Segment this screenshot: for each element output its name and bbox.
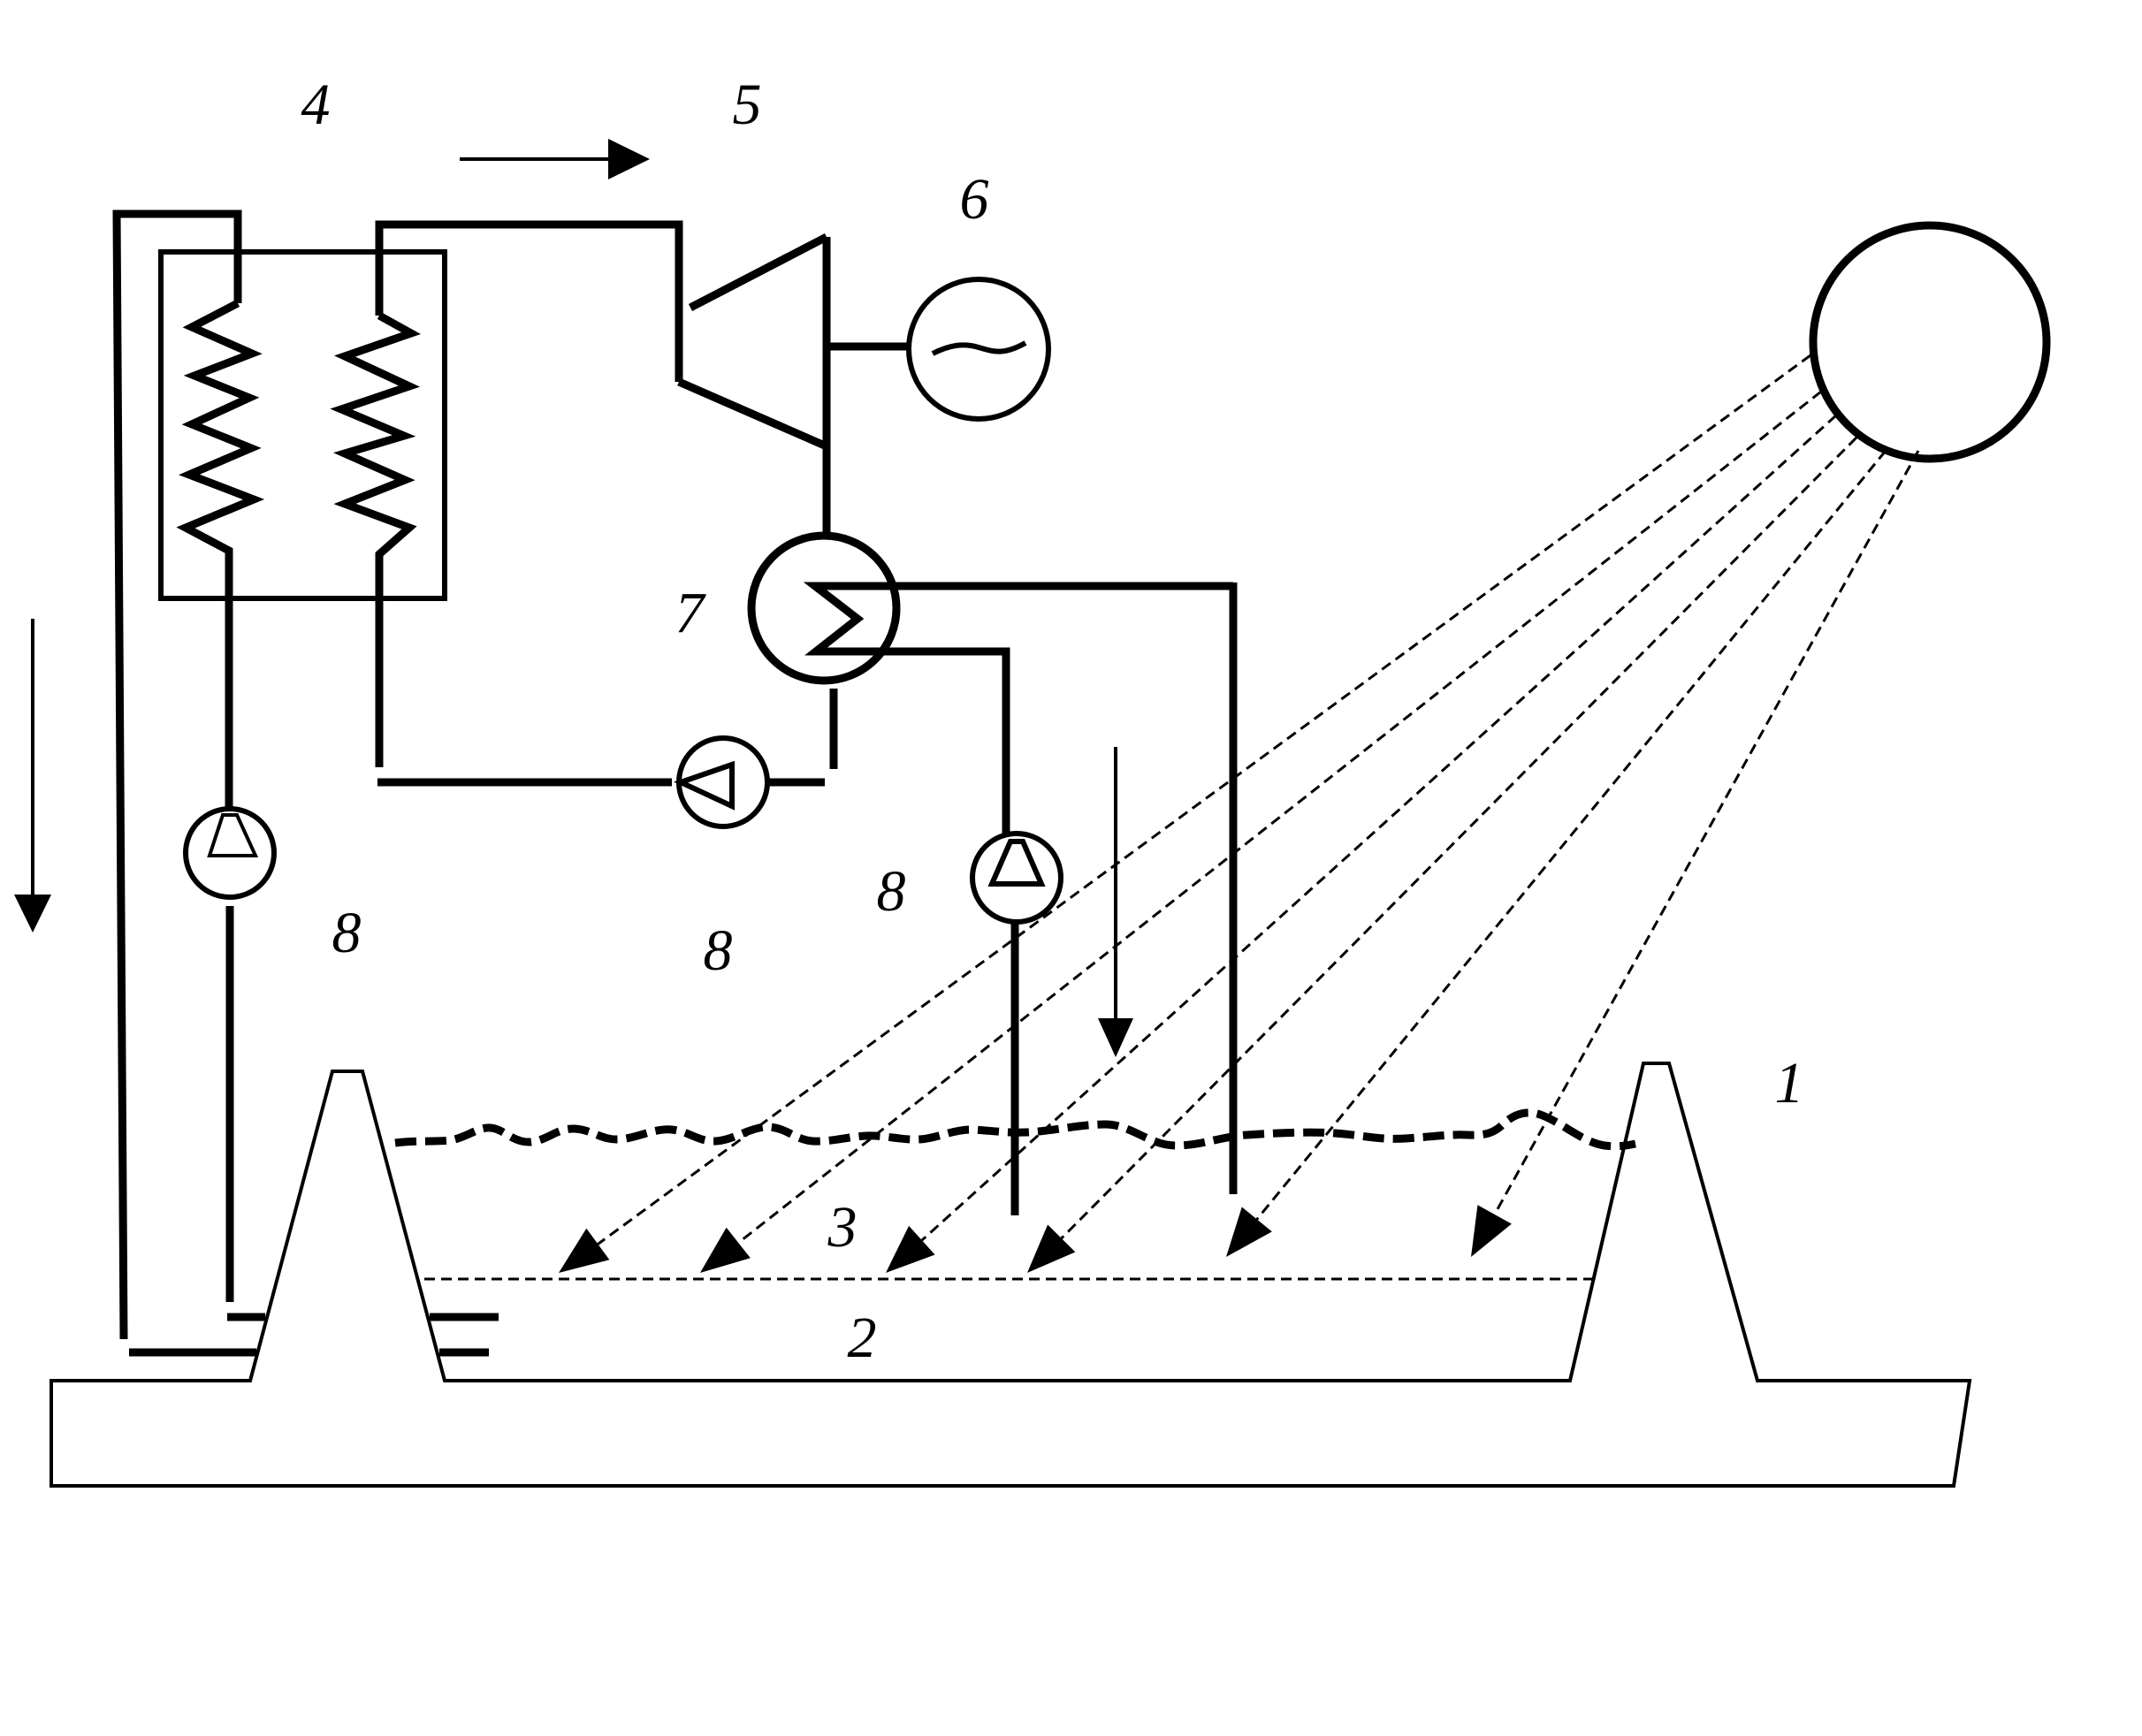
label-turbine: 5 bbox=[733, 72, 762, 137]
sun-ray-5 bbox=[1255, 450, 1887, 1221]
flow-arrow-right-head bbox=[608, 139, 650, 179]
evaporator-coil-left bbox=[176, 300, 265, 807]
flow-arrow-down-middle-head bbox=[1098, 1018, 1133, 1057]
label-pump-left: 8 bbox=[332, 901, 362, 965]
label-pump-middle: 8 bbox=[704, 918, 733, 983]
pump-left bbox=[183, 806, 277, 900]
label-pump-right: 8 bbox=[877, 859, 906, 924]
evaporator-coil-right bbox=[330, 312, 421, 767]
label-storage-layer: 2 bbox=[848, 1306, 877, 1370]
flow-arrow-right bbox=[460, 139, 650, 179]
condenser-circle bbox=[747, 531, 901, 685]
sun-ray-arrowhead-6 bbox=[1471, 1205, 1512, 1257]
sun-ray-arrowhead-5 bbox=[1226, 1207, 1272, 1257]
pump-middle-circle bbox=[676, 735, 770, 829]
pump-left-circle bbox=[183, 806, 277, 900]
sun-ray-arrowhead-2 bbox=[700, 1227, 751, 1273]
pond-basin bbox=[50, 1062, 1972, 1488]
outer-return-pipe bbox=[112, 209, 242, 1340]
flow-arrow-down-left-head bbox=[14, 895, 51, 933]
sun-ray-arrowhead-3 bbox=[886, 1225, 935, 1273]
flow-arrow-down-left bbox=[14, 619, 51, 933]
pump-right-triangle-icon bbox=[987, 839, 1046, 887]
condenser-coil bbox=[803, 582, 1233, 834]
pump-right bbox=[970, 831, 1063, 925]
sun-ray-4 bbox=[1060, 436, 1858, 1240]
water-surface bbox=[394, 1108, 1636, 1151]
sun-ray-arrowhead-1 bbox=[559, 1228, 610, 1273]
generator-circle bbox=[906, 277, 1051, 422]
sun-icon bbox=[1809, 221, 2051, 463]
turbine-upper-edge bbox=[688, 233, 829, 311]
pump-middle-triangle-icon bbox=[674, 760, 735, 811]
label-evaporator: 4 bbox=[301, 72, 331, 137]
sun-ray-6 bbox=[1493, 450, 1920, 1215]
sun-ray-2 bbox=[737, 390, 1822, 1245]
label-gradient-layer: 3 bbox=[827, 1195, 858, 1260]
steam-pipe-to-turbine bbox=[375, 220, 683, 382]
sun-ray-3 bbox=[920, 414, 1838, 1242]
turbine bbox=[677, 233, 831, 537]
flow-arrow-down-middle bbox=[1098, 747, 1133, 1057]
pump-middle bbox=[674, 735, 770, 829]
condenser bbox=[747, 531, 1233, 834]
sun-ray-1 bbox=[597, 354, 1811, 1245]
label-pond: 1 bbox=[1775, 1051, 1804, 1115]
label-generator: 6 bbox=[960, 167, 989, 232]
pump-left-triangle-icon bbox=[207, 813, 259, 857]
generator bbox=[906, 277, 1051, 422]
pump-right-circle bbox=[970, 831, 1063, 925]
sun-rays bbox=[559, 354, 1920, 1273]
label-condenser: 7 bbox=[675, 581, 707, 645]
evaporator-box bbox=[158, 249, 447, 601]
sun-ray-arrowhead-4 bbox=[1027, 1224, 1076, 1273]
turbine-lower-edge bbox=[677, 377, 828, 451]
ac-tilde-icon bbox=[931, 340, 1027, 356]
